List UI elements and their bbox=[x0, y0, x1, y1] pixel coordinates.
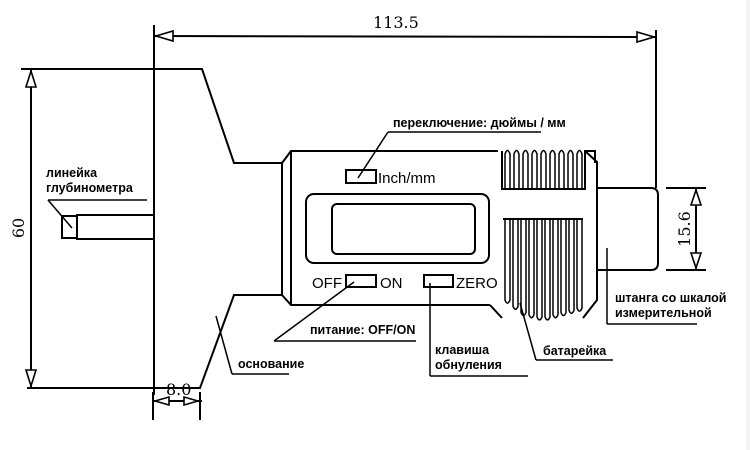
leader-depth-ruler bbox=[47, 199, 73, 229]
inch-mm-button[interactable] bbox=[345, 169, 377, 184]
arrow-up-icon bbox=[689, 187, 703, 206]
callout-unit-switch: переключение: дюймы / мм bbox=[393, 116, 566, 130]
battery-rib bbox=[560, 219, 567, 317]
grip-rib bbox=[567, 149, 574, 189]
battery-rib bbox=[536, 219, 543, 321]
callout-bar-1: штанга со шкалой bbox=[615, 291, 726, 305]
leader-battery bbox=[519, 302, 537, 361]
inch-mm-label: Inch/mm bbox=[378, 170, 436, 187]
battery-rib bbox=[520, 219, 527, 317]
housing-top-edge bbox=[281, 150, 498, 164]
dimension-base-thickness: 8.0 bbox=[152, 380, 202, 420]
arrow-left-icon bbox=[153, 29, 174, 43]
dimension-height: 60 bbox=[9, 68, 200, 389]
dimension-text-8: 8.0 bbox=[166, 380, 191, 399]
on-label: ON bbox=[380, 275, 403, 292]
upper-grip bbox=[501, 149, 597, 190]
device-housing: Inch/mm OFF ON ZERO bbox=[281, 150, 503, 319]
base-top-edge bbox=[154, 68, 282, 164]
battery-rib bbox=[528, 219, 535, 319]
battery-rib bbox=[552, 219, 559, 319]
battery-rib bbox=[512, 219, 519, 311]
callout-power: питание: OFF/ON bbox=[310, 323, 415, 337]
housing-right bbox=[582, 150, 598, 319]
battery-rib bbox=[576, 219, 583, 312]
zero-button[interactable] bbox=[423, 274, 454, 288]
dimension-line-top bbox=[153, 35, 657, 38]
grip-rib bbox=[540, 149, 547, 189]
callout-depth-ruler-1: линейка bbox=[46, 166, 98, 180]
grip-rib bbox=[549, 149, 556, 189]
grip-rib bbox=[576, 149, 583, 189]
depth-ruler bbox=[61, 214, 155, 240]
housing-left-bottom bbox=[281, 163, 490, 306]
battery-cover bbox=[503, 218, 583, 321]
arrow-down-icon bbox=[24, 369, 38, 389]
arrow-right-icon bbox=[183, 395, 201, 407]
housing-right-edge bbox=[582, 150, 598, 319]
zero-label: ZERO bbox=[456, 275, 498, 292]
lcd-display bbox=[331, 203, 476, 255]
power-button[interactable] bbox=[345, 274, 377, 288]
dimension-text-height: 60 bbox=[9, 218, 28, 238]
arrow-left-icon bbox=[152, 395, 170, 407]
leader-power bbox=[273, 281, 355, 342]
grip-rib bbox=[531, 149, 538, 189]
measuring-bar bbox=[597, 187, 659, 271]
dimension-text-bar: 15.6 bbox=[675, 211, 694, 247]
leader-unit-switch bbox=[357, 131, 389, 179]
dimension-overall-length: 113.5 bbox=[153, 13, 657, 395]
callout-base: основание bbox=[238, 357, 304, 371]
callout-zero-key-1: клавиша bbox=[435, 343, 490, 357]
grip-rib bbox=[558, 149, 565, 189]
dimension-bar-height: 15.6 bbox=[666, 187, 706, 271]
display-bezel bbox=[305, 193, 490, 264]
measuring-bar-outline bbox=[597, 187, 659, 271]
leader-base bbox=[215, 315, 233, 375]
off-label: OFF bbox=[312, 275, 342, 292]
base-outline bbox=[154, 68, 282, 389]
arrow-down-icon bbox=[689, 252, 703, 271]
callout-depth-ruler-2: глубинометра bbox=[46, 181, 134, 195]
depth-ruler-rod bbox=[76, 214, 155, 240]
callout-zero-key-2: обнуления bbox=[435, 358, 502, 372]
housing-slope bbox=[489, 304, 503, 319]
grip-rib bbox=[513, 149, 520, 189]
base-bottom-edge bbox=[154, 294, 282, 389]
grip-rib bbox=[522, 149, 529, 189]
edge-strip bbox=[746, 0, 750, 450]
callout-battery: батарейка bbox=[543, 344, 607, 358]
callout-texts: переключение: дюймы / мм линейка глубино… bbox=[46, 116, 726, 372]
arrow-up-icon bbox=[24, 68, 38, 88]
battery-rib bbox=[544, 219, 551, 321]
dimension-text-length: 113.5 bbox=[373, 13, 419, 32]
battery-rib bbox=[568, 219, 575, 315]
battery-rib bbox=[504, 219, 511, 304]
arrow-right-icon bbox=[636, 30, 657, 44]
grip-rib bbox=[504, 149, 511, 189]
leader-lines bbox=[47, 131, 697, 377]
callout-bar-2: измерительной bbox=[615, 306, 712, 320]
depth-ruler-tip bbox=[61, 215, 78, 239]
